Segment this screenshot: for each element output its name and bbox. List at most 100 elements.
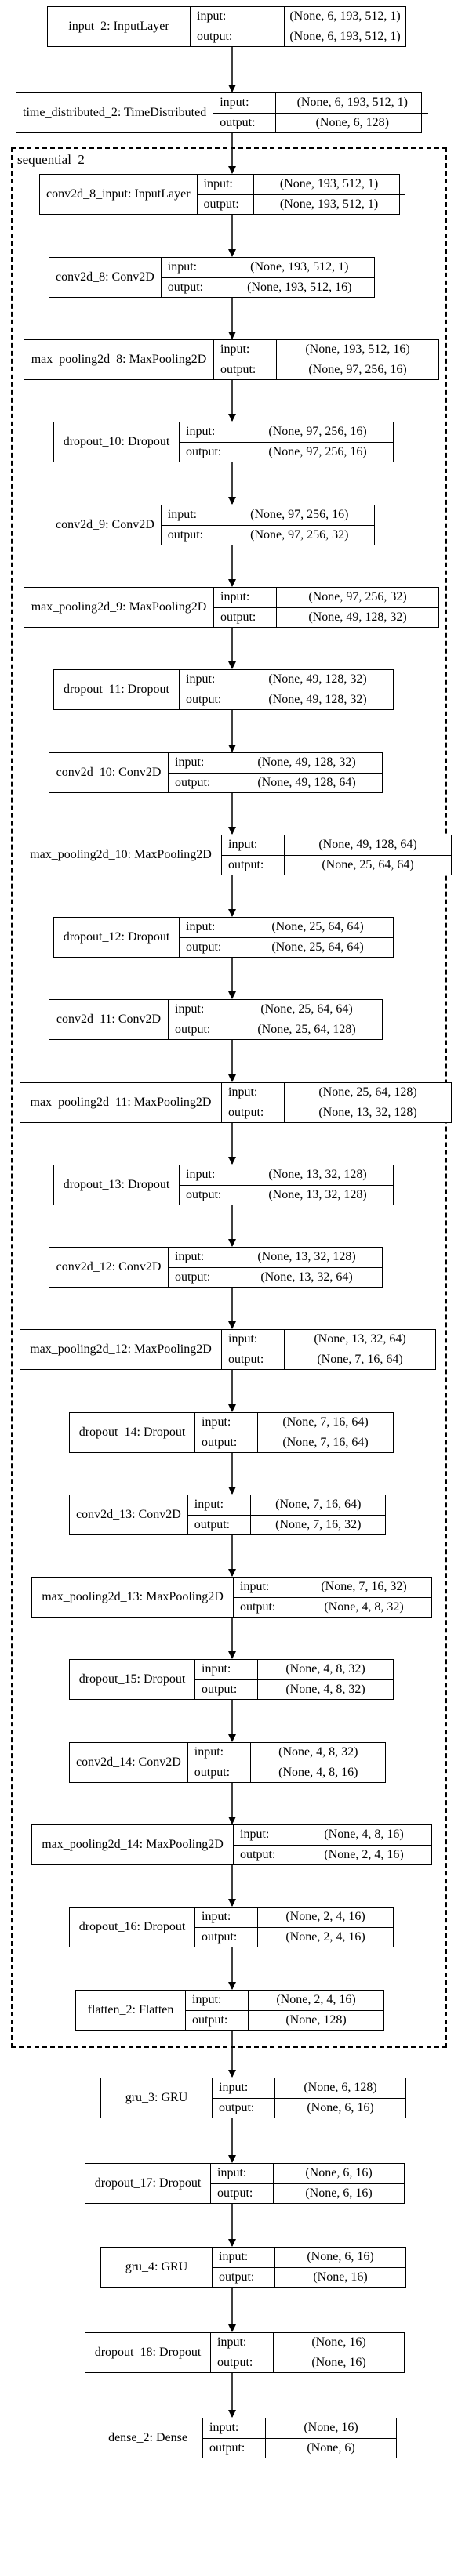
layer-name: gru_4: GRU	[101, 2248, 213, 2287]
layer-name: max_pooling2d_13: MaxPooling2D	[32, 1578, 234, 1617]
layer-name: conv2d_8: Conv2D	[49, 258, 162, 297]
input-key: input:	[222, 1083, 285, 1103]
input-shape: (None, 13, 32, 128)	[268, 1168, 367, 1182]
output-shape-row: output:(None, 6, 16)	[213, 2097, 405, 2118]
input-key: input:	[188, 1495, 251, 1515]
input-key: input:	[180, 422, 242, 442]
layer-name: conv2d_12: Conv2D	[49, 1248, 169, 1287]
output-key: output:	[186, 2010, 249, 2030]
input-shape-row: input:(None, 13, 32, 64)	[222, 1330, 435, 1350]
output-shape-row: output:(None, 128)	[186, 2009, 383, 2030]
output-key: output:	[214, 607, 277, 627]
input-shape-row: input:(None, 4, 8, 32)	[195, 1660, 393, 1679]
output-shape: (None, 6, 128)	[315, 115, 389, 129]
output-shape: (None, 2, 4, 16)	[285, 1929, 365, 1944]
layer-name: dropout_10: Dropout	[54, 422, 180, 462]
output-shape: (None, 6, 193, 512, 1)	[289, 29, 401, 43]
output-key: output:	[234, 1845, 296, 1864]
output-key: output:	[169, 1020, 231, 1039]
input-shape: (None, 49, 128, 32)	[257, 755, 356, 770]
output-shape: (None, 49, 128, 32)	[268, 692, 367, 706]
output-shape: (None, 49, 128, 64)	[257, 775, 356, 789]
layer-name: dropout_17: Dropout	[85, 2164, 211, 2203]
input-shape-row: input:(None, 2, 4, 16)	[186, 1991, 383, 2010]
output-shape-row: output:(None, 4, 8, 16)	[187, 1762, 386, 1782]
input-shape-row: input:(None, 6, 16)	[213, 2248, 405, 2267]
layer-name: conv2d_11: Conv2D	[49, 1000, 169, 1039]
input-key: input:	[191, 7, 285, 27]
output-key: output:	[234, 1597, 296, 1617]
output-key: output:	[213, 113, 277, 132]
output-key: output:	[198, 194, 254, 214]
input-shape: (None, 2, 4, 16)	[285, 1910, 365, 1924]
input-key: input:	[195, 1660, 258, 1679]
output-shape: (None, 6)	[307, 2440, 355, 2455]
output-key: output:	[169, 1267, 231, 1287]
output-key: output:	[180, 937, 242, 957]
output-key: output:	[188, 1515, 251, 1534]
output-shape-row: output: (None, 49, 128, 32)	[214, 607, 438, 627]
input-key: input:	[222, 1330, 285, 1350]
output-shape: (None, 16)	[311, 2355, 366, 2369]
input-key: input:	[211, 2164, 274, 2183]
output-shape: (None, 193, 512, 16)	[247, 280, 352, 294]
input-shape-row: input:(None, 7, 16, 64)	[195, 1413, 393, 1433]
output-key: output:	[188, 1763, 251, 1782]
input-shape-row: input:(None, 97, 256, 16)	[180, 422, 393, 442]
output-key: output:	[203, 2438, 266, 2458]
layer-name: dropout_16: Dropout	[70, 1908, 195, 1947]
input-key: input:	[186, 1991, 249, 2010]
input-shape-row: input:(None, 13, 32, 128)	[169, 1248, 382, 1267]
output-shape: (None, 2, 4, 16)	[324, 1847, 404, 1861]
output-shape-row: output:(None, 97, 256, 16)	[180, 441, 393, 462]
input-shape-row: input:(None, 25, 64, 64)	[180, 918, 393, 937]
layer-name: conv2d_14: Conv2D	[70, 1743, 188, 1782]
output-shape: (None, 49, 128, 32)	[308, 610, 407, 624]
input-shape: (None, 16)	[311, 2335, 366, 2350]
input-key: input:	[234, 1825, 296, 1845]
output-shape-row: output:(None, 97, 256, 32)	[161, 524, 375, 545]
output-key: output:	[191, 27, 285, 46]
input-shape-row: input:(None, 7, 16, 32)	[234, 1578, 431, 1597]
output-shape: (None, 25, 64, 64)	[271, 940, 364, 954]
output-key: output:	[214, 360, 277, 379]
input-shape-row: input:(None, 97, 256, 16)	[162, 505, 375, 525]
input-key: input:	[169, 1248, 231, 1267]
input-shape-row: input:(None, 6, 128)	[213, 2078, 405, 2098]
output-shape-row: output:(None, 7, 16, 64)	[195, 1432, 393, 1452]
input-key: input:	[188, 1743, 251, 1763]
input-shape-row: input: (None, 2, 4, 16)	[195, 1908, 393, 1927]
output-shape: (None, 4, 8, 32)	[324, 1600, 404, 1614]
input-key: input:	[213, 2078, 275, 2098]
output-shape-row: output: (None, 2, 4, 16)	[234, 1844, 431, 1864]
output-shape: (None, 25, 64, 128)	[257, 1022, 356, 1036]
output-shape: (None, 97, 256, 16)	[268, 444, 367, 458]
input-shape: (None, 6, 16)	[307, 2250, 374, 2264]
input-key: input:	[195, 1908, 258, 1927]
output-shape-row: output:(None, 7, 16, 64)	[222, 1349, 435, 1369]
output-shape: (None, 13, 32, 128)	[318, 1105, 417, 1119]
input-shape: (None, 49, 128, 32)	[268, 672, 367, 687]
output-shape: (None, 13, 32, 128)	[268, 1187, 367, 1201]
input-shape: (None, 4, 8, 16)	[324, 1828, 404, 1842]
input-shape: (None, 16)	[304, 2421, 358, 2435]
input-key: input:	[214, 340, 277, 360]
input-key: input:	[180, 1165, 242, 1185]
output-key: output:	[195, 1433, 258, 1452]
output-shape-row: output:(None, 97, 256, 16)	[214, 359, 438, 379]
output-shape-row: output:(None, 49, 128, 64)	[169, 772, 382, 792]
